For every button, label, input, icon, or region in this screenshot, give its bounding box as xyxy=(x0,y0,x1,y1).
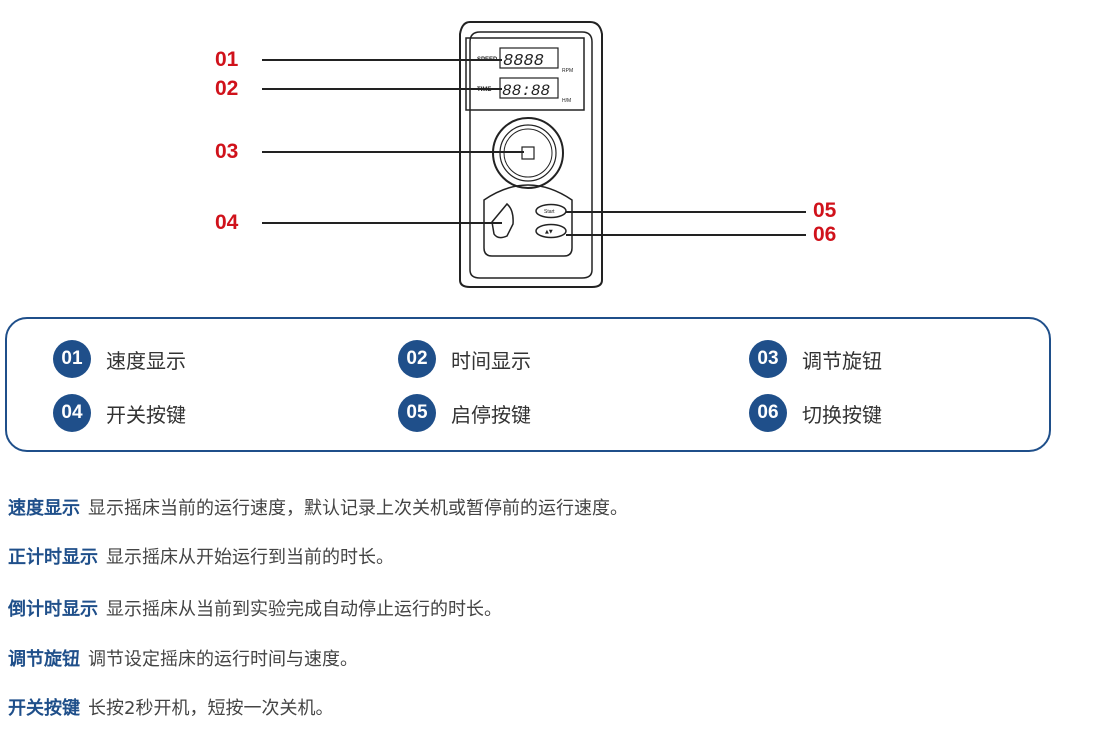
legend-item: 06 切换按键 xyxy=(749,394,882,432)
leader-line xyxy=(262,222,502,224)
legend-badge: 02 xyxy=(398,340,436,378)
description-text: 调节设定摇床的运行时间与速度。 xyxy=(88,649,358,670)
legend-label: 切换按键 xyxy=(802,402,882,427)
leader-line xyxy=(566,234,806,236)
time-unit: H/M xyxy=(562,98,571,104)
legend-item: 03 调节旋钮 xyxy=(749,340,882,378)
leader-line xyxy=(262,88,502,90)
legend-badge: 06 xyxy=(749,394,787,432)
callout-number: 03 xyxy=(215,140,239,163)
legend-label: 速度显示 xyxy=(106,348,186,373)
speed-unit: RPM xyxy=(562,68,573,74)
device-diagram: 01 02 03 04 05 06 xyxy=(0,0,1101,300)
description-text: 长按2秒开机，短按一次关机。 xyxy=(88,698,334,719)
legend-badge: 05 xyxy=(398,394,436,432)
speed-display-value: 8888 xyxy=(503,52,544,71)
description-term: 调节旋钮 xyxy=(8,649,80,670)
legend-box: 01 速度显示 02 时间显示 03 调节旋钮 04 开关按键 05 启停按键 … xyxy=(5,317,1051,452)
legend-label: 开关按键 xyxy=(106,402,186,427)
legend-item: 05 启停按键 xyxy=(398,394,531,432)
legend-item: 01 速度显示 xyxy=(53,340,186,378)
speed-display-label: SPEED xyxy=(477,57,498,63)
description-line: 调节旋钮调节设定摇床的运行时间与速度。 xyxy=(8,645,358,671)
legend-label: 时间显示 xyxy=(451,348,531,373)
description-line: 倒计时显示显示摇床从当前到实验完成自动停止运行的时长。 xyxy=(8,595,502,621)
description-term: 速度显示 xyxy=(8,498,80,519)
leader-line xyxy=(566,211,806,213)
description-text: 显示摇床从当前到实验完成自动停止运行的时长。 xyxy=(106,599,502,620)
callout-number: 02 xyxy=(215,77,239,100)
description-term: 正计时显示 xyxy=(8,547,98,568)
description-text: 显示摇床从开始运行到当前的时长。 xyxy=(106,547,394,568)
shaker-controller-device: SPEED 8888 RPM TIME 88:88 H/M Start ▲▼ xyxy=(459,21,603,288)
leader-line xyxy=(262,59,502,61)
leader-line xyxy=(262,151,524,153)
time-display-value: 88:88 xyxy=(502,82,550,100)
description-term: 倒计时显示 xyxy=(8,599,98,620)
legend-label: 启停按键 xyxy=(451,402,531,427)
legend-badge: 04 xyxy=(53,394,91,432)
switch-button-label: ▲▼ xyxy=(545,229,553,235)
legend-item: 02 时间显示 xyxy=(398,340,531,378)
start-button-label: Start xyxy=(544,209,555,215)
callout-number: 04 xyxy=(215,211,239,234)
callout-number: 01 xyxy=(215,48,239,71)
callout-number: 05 xyxy=(813,199,837,222)
legend-item: 04 开关按键 xyxy=(53,394,186,432)
legend-badge: 03 xyxy=(749,340,787,378)
description-line: 开关按键长按2秒开机，短按一次关机。 xyxy=(8,694,333,720)
callout-number: 06 xyxy=(813,223,837,246)
description-line: 速度显示显示摇床当前的运行速度，默认记录上次关机或暂停前的运行速度。 xyxy=(8,494,628,520)
description-term: 开关按键 xyxy=(8,698,80,719)
time-display-label: TIME xyxy=(477,87,491,93)
description-line: 正计时显示显示摇床从开始运行到当前的时长。 xyxy=(8,543,394,569)
legend-label: 调节旋钮 xyxy=(802,348,882,373)
legend-badge: 01 xyxy=(53,340,91,378)
description-text: 显示摇床当前的运行速度，默认记录上次关机或暂停前的运行速度。 xyxy=(88,498,628,519)
